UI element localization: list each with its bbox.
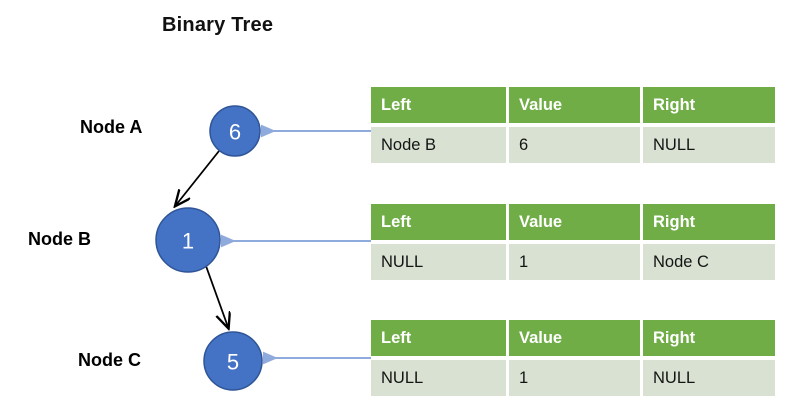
node-value-b: 1: [182, 229, 194, 254]
column-header-right: Right: [643, 87, 775, 123]
cell-left: Node B: [371, 127, 506, 163]
table-header-row: Left Value Right: [371, 87, 775, 123]
record-table-node-b: Left Value Right NULL 1 Node C: [371, 204, 775, 280]
column-header-right: Right: [643, 204, 775, 240]
node-value-a: 6: [229, 120, 241, 145]
column-header-left: Left: [371, 87, 506, 123]
node-value-c: 5: [227, 350, 239, 375]
cell-value: 1: [508, 360, 640, 396]
cell-value: 1: [508, 244, 640, 280]
cell-right: NULL: [643, 127, 775, 163]
table-header-row: Left Value Right: [371, 320, 775, 356]
cell-right: NULL: [643, 360, 775, 396]
record-table-node-c: Left Value Right NULL 1 NULL: [371, 320, 775, 396]
cell-left: NULL: [371, 360, 506, 396]
node-circle-b[interactable]: [155, 207, 221, 273]
node-circle-a[interactable]: [209, 105, 261, 157]
cell-left: NULL: [371, 244, 506, 280]
table-row: NULL 1 NULL: [371, 360, 775, 396]
column-header-right: Right: [643, 320, 775, 356]
table-row: Node B 6 NULL: [371, 127, 775, 163]
node-label-c: Node C: [78, 350, 141, 370]
node-circle-c[interactable]: [203, 331, 263, 391]
cell-right: Node C: [643, 244, 775, 280]
column-header-left: Left: [371, 320, 506, 356]
edge-node-a-to-node-b: [176, 150, 220, 205]
node-label-a: Node A: [80, 117, 143, 137]
node-label-b: Node B: [28, 229, 91, 249]
column-header-left: Left: [371, 204, 506, 240]
cell-value: 6: [508, 127, 640, 163]
column-header-value: Value: [508, 87, 640, 123]
record-table-node-a: Left Value Right Node B 6 NULL: [371, 87, 775, 163]
column-header-value: Value: [508, 204, 640, 240]
edge-node-b-to-node-c: [205, 265, 228, 327]
column-header-value: Value: [508, 320, 640, 356]
table-header-row: Left Value Right: [371, 204, 775, 240]
table-row: NULL 1 Node C: [371, 244, 775, 280]
page-title: Binary Tree: [162, 14, 274, 36]
